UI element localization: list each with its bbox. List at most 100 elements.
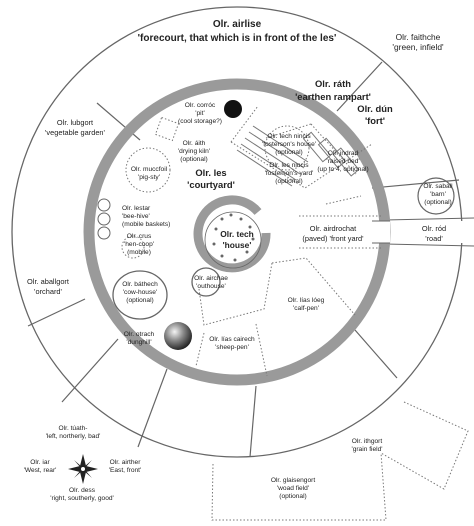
svg-text:'barn': 'barn' — [430, 191, 446, 198]
house-inner-ring — [204, 211, 262, 269]
svg-text:(paved) 'front yard': (paved) 'front yard' — [302, 234, 364, 243]
svg-text:'West, rear': 'West, rear' — [24, 467, 57, 474]
pig-sty — [125, 147, 171, 193]
outhouse — [191, 267, 221, 297]
svg-text:Olr. tech: Olr. tech — [220, 229, 254, 239]
svg-text:Olr. ithgort: Olr. ithgort — [352, 438, 383, 445]
svg-text:'pig-sty': 'pig-sty' — [138, 174, 160, 181]
label-glaisengort: Olr. glaisengort 'woad field' (optional) — [271, 477, 316, 500]
svg-text:'dunghill': 'dunghill' — [126, 339, 151, 346]
svg-text:Olr. aballgort: Olr. aballgort — [27, 277, 69, 286]
svg-text:'orchard': 'orchard' — [34, 287, 62, 296]
svg-text:Olr. lías lóeg: Olr. lías lóeg — [288, 297, 325, 304]
label-rod: Olr. ród 'road' — [422, 224, 446, 243]
svg-text:Olr. crus: Olr. crus — [127, 233, 152, 240]
tech-nincis-house — [264, 125, 310, 171]
svg-text:(optional): (optional) — [424, 199, 452, 206]
label-bathech: Olr. báthech 'cow-house' (optional) — [122, 281, 158, 304]
svg-text:Olr. airther: Olr. airther — [110, 459, 142, 466]
label-indrad: Olr. indrad 'raised bed' (up to 4, optio… — [317, 150, 368, 173]
svg-text:'cow-house': 'cow-house' — [123, 289, 157, 296]
label-corroc: Olr. corróc 'pit' (cool storage?) — [178, 102, 222, 125]
svg-text:'fort': 'fort' — [365, 115, 385, 126]
svg-text:'fosterson's house': 'fosterson's house' — [262, 141, 316, 148]
label-les-nincis: Olr. les nincis 'fosterson's yard' (opti… — [265, 162, 314, 185]
svg-text:'bee-hive': 'bee-hive' — [122, 213, 150, 220]
svg-text:'green, infield': 'green, infield' — [392, 42, 444, 52]
label-lubgort: Olr. lubgort 'vegetable garden' — [45, 118, 106, 137]
svg-text:Olr. corróc: Olr. corróc — [185, 102, 216, 109]
field-outlines — [211, 401, 469, 521]
svg-text:(mobile): (mobile) — [127, 249, 151, 256]
label-muccfoil: Olr. muccfoil 'pig-sty' — [131, 166, 168, 181]
svg-text:'grain field': 'grain field' — [351, 446, 382, 453]
svg-text:'left, northerly, bad': 'left, northerly, bad' — [46, 433, 101, 440]
svg-text:'right, southerly, good': 'right, southerly, good' — [50, 495, 114, 502]
label-aballgort: Olr. aballgort 'orchard' — [27, 277, 69, 296]
svg-text:Olr. airdrochat: Olr. airdrochat — [310, 224, 356, 233]
label-airdrochat: Olr. airdrochat (paved) 'front yard' — [302, 224, 364, 243]
label-rath: Olr. ráth 'earthen rampart' — [295, 78, 371, 102]
svg-text:(up to 4, optional): (up to 4, optional) — [317, 166, 368, 173]
label-tech: Olr. tech 'house' — [220, 229, 254, 250]
svg-text:Olr. tech nincis: Olr. tech nincis — [267, 133, 311, 140]
bee-hives — [97, 198, 111, 240]
label-airlise: Olr. airlise 'forecourt, that which is i… — [138, 19, 337, 44]
svg-text:'calf-pen': 'calf-pen' — [293, 305, 319, 312]
entrance-gap — [372, 221, 390, 243]
svg-text:'fosterson's yard': 'fosterson's yard' — [265, 170, 314, 177]
svg-text:Olr. ród: Olr. ród — [422, 224, 446, 233]
dunghill-marker — [164, 322, 192, 350]
label-airchae: Olr. airchae 'outhouse' — [194, 275, 228, 290]
svg-text:(optional): (optional) — [126, 297, 154, 304]
label-ithgort: Olr. ithgort 'grain field' — [351, 438, 382, 453]
label-tuath: Olr. túath- 'left, northerly, bad' — [46, 425, 101, 440]
drying-kiln — [154, 116, 180, 142]
label-aith: Olr. áith 'drying kiln' (optional) — [178, 140, 210, 163]
svg-text:'outhouse': 'outhouse' — [196, 283, 226, 290]
compass-rose-icon — [68, 454, 98, 484]
svg-text:Olr. ráth: Olr. ráth — [315, 78, 351, 89]
inner-partitions — [195, 105, 383, 377]
svg-text:Olr. faithche: Olr. faithche — [396, 32, 441, 42]
svg-text:'woad field': 'woad field' — [277, 485, 309, 492]
svg-text:'hen-coop': 'hen-coop' — [124, 241, 154, 248]
svg-text:'raised bed': 'raised bed' — [326, 158, 359, 165]
svg-text:Olr. les: Olr. les — [195, 167, 226, 178]
label-lestar: Olr. lestar 'bee-hive' (mobile baskets) — [122, 205, 170, 228]
svg-text:Olr. iar: Olr. iar — [30, 459, 50, 466]
svg-text:Olr. otrach: Olr. otrach — [124, 331, 155, 338]
svg-text:(optional): (optional) — [275, 178, 303, 185]
svg-text:'house': 'house' — [223, 240, 252, 250]
pit-marker — [224, 100, 242, 118]
main-house — [193, 195, 271, 273]
svg-text:'East, front': 'East, front' — [109, 467, 142, 474]
svg-text:Olr. lías cairech: Olr. lías cairech — [209, 336, 255, 343]
svg-text:Olr. indrad: Olr. indrad — [328, 150, 359, 157]
label-dess: Olr. dess 'right, southerly, good' — [50, 487, 114, 502]
label-dun: Olr. dún 'fort' — [357, 103, 393, 126]
svg-text:'forecourt, that which is in f: 'forecourt, that which is in front of th… — [138, 33, 337, 44]
label-les: Olr. les 'courtyard' — [187, 167, 235, 190]
svg-text:Olr. airchae: Olr. airchae — [194, 275, 228, 282]
svg-text:Olr. airlise: Olr. airlise — [213, 19, 262, 30]
label-faithche: Olr. faithche 'green, infield' — [392, 32, 444, 52]
svg-text:Olr. saball: Olr. saball — [423, 183, 453, 190]
svg-text:(optional): (optional) — [180, 156, 208, 163]
label-iar: Olr. iar 'West, rear' — [24, 459, 57, 474]
label-airther: Olr. airther 'East, front' — [109, 459, 142, 474]
svg-text:'sheep-pen': 'sheep-pen' — [215, 344, 249, 351]
svg-text:'earthen rampart': 'earthen rampart' — [295, 91, 371, 102]
label-tech-nincis: Olr. tech nincis 'fosterson's house' (op… — [262, 133, 316, 156]
svg-text:(mobile baskets): (mobile baskets) — [122, 221, 170, 228]
label-otrach: Olr. otrach 'dunghill' — [124, 331, 155, 346]
house-posts — [212, 213, 255, 262]
svg-text:Olr. les nincis: Olr. les nincis — [269, 162, 309, 169]
label-saball: Olr. saball 'barn' (optional) — [423, 183, 453, 206]
svg-text:'road': 'road' — [425, 234, 443, 243]
svg-text:Olr. glaisengort: Olr. glaisengort — [271, 477, 316, 484]
svg-text:Olr. túath-: Olr. túath- — [59, 425, 88, 432]
svg-text:'vegetable garden': 'vegetable garden' — [45, 128, 106, 137]
label-lias-cairech: Olr. lías cairech 'sheep-pen' — [209, 336, 255, 351]
